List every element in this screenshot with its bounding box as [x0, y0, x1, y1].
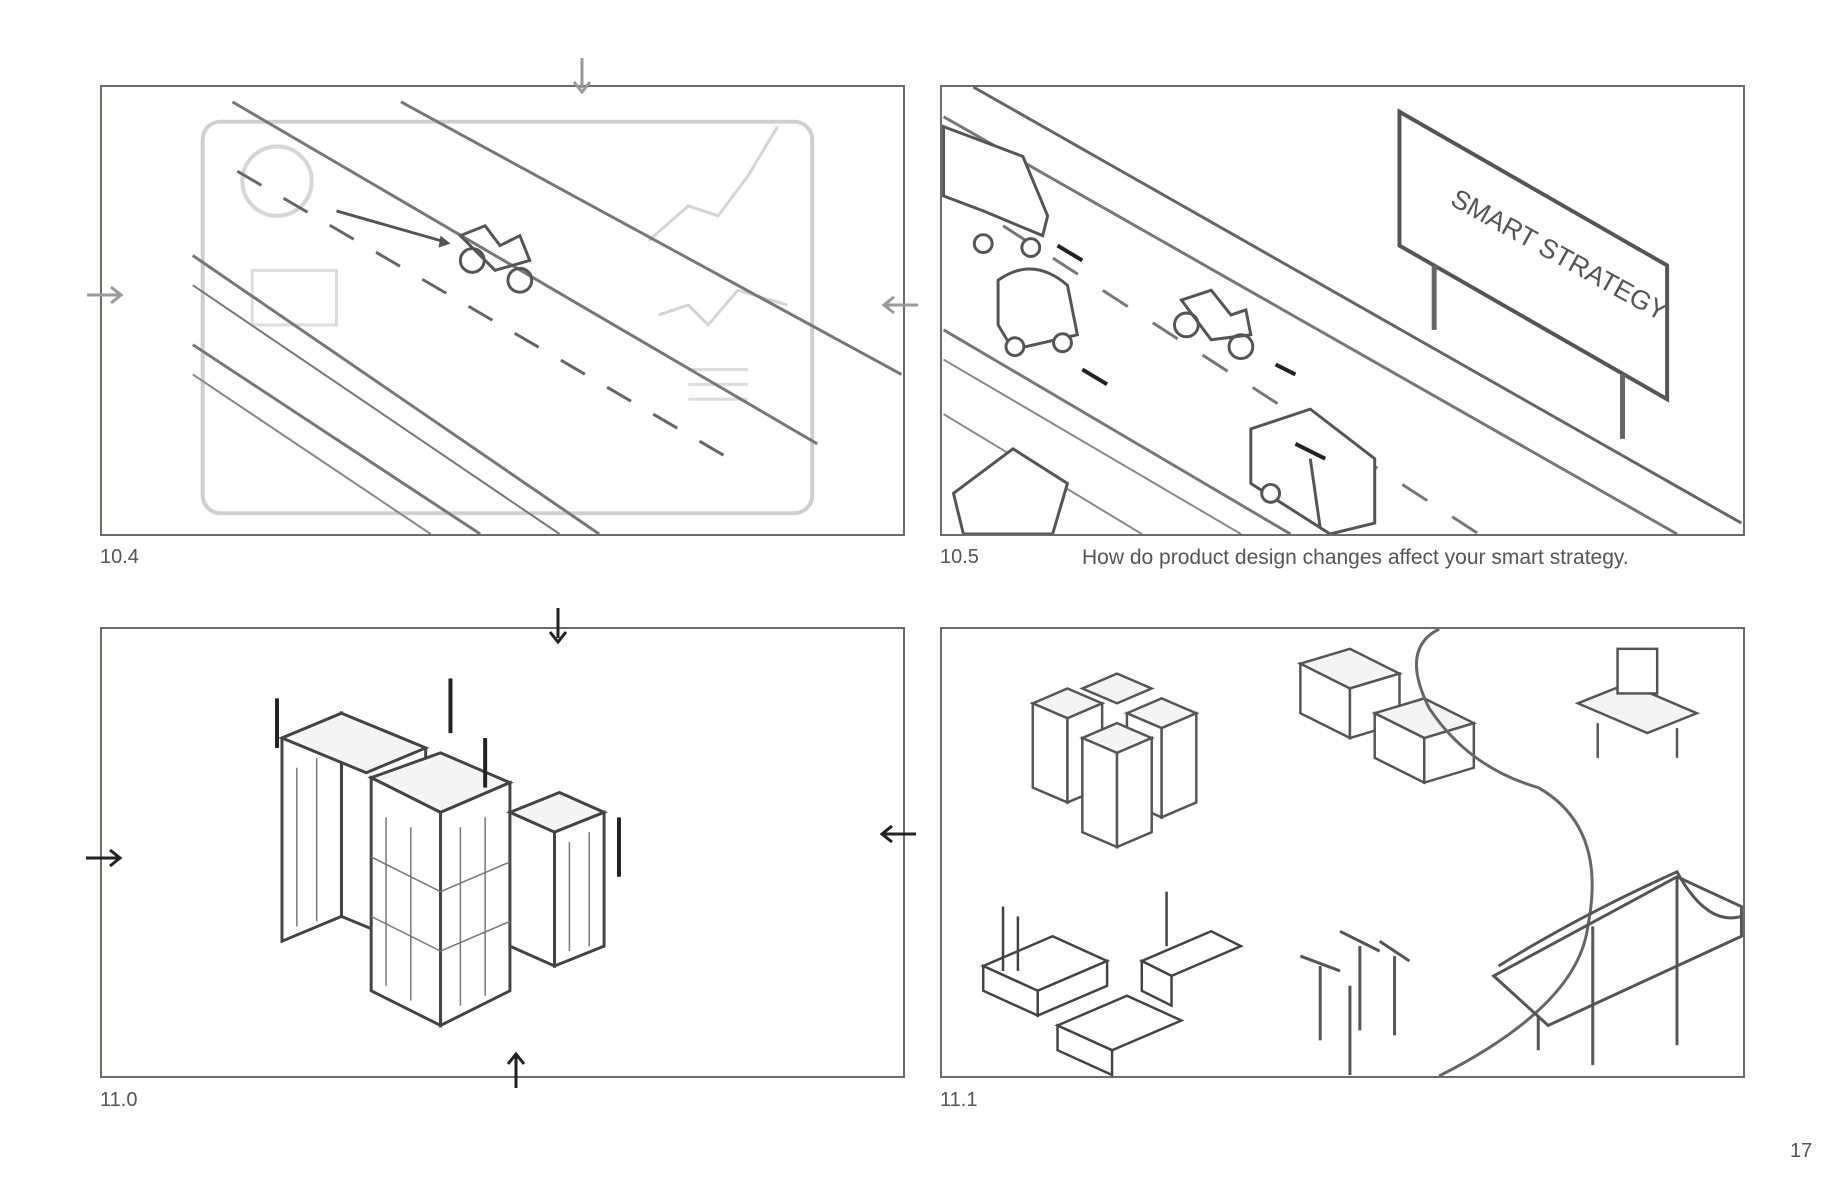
- car-icon: [996, 267, 1080, 358]
- office-building-icon: [278, 711, 608, 1028]
- faint-screen-outline: [200, 119, 815, 516]
- car-icon: [951, 446, 1070, 534]
- panel-label: 10.4: [100, 546, 139, 568]
- storyboard-panel-10-4: [100, 85, 905, 536]
- camera-pan-arrow-icon: [560, 58, 600, 98]
- motorcycle-icon: [457, 223, 534, 294]
- camera-pan-arrow-icon: [87, 275, 127, 315]
- oil-rig-icon: [1574, 647, 1701, 758]
- wind-turbine-icon: [1299, 929, 1411, 1076]
- panel-label: 11.1: [940, 1089, 978, 1111]
- billboard-icon: SMART STRATEGY: [1397, 108, 1673, 439]
- sketch-highway-billboard: SMART STRATEGY: [942, 87, 1743, 534]
- motorcycle-icon: [1173, 288, 1255, 361]
- bus-icon: [942, 124, 1050, 258]
- camera-pan-arrow-icon: [876, 814, 916, 854]
- medical-box-icon: [1297, 647, 1478, 785]
- sketch-road-dashboard: [191, 100, 903, 534]
- storyboard-panel-11-0: [100, 627, 905, 1078]
- faint-pie-chart-icon: [240, 144, 314, 218]
- sketch-office-buildings: [275, 678, 621, 1028]
- camera-pan-arrow-icon: [878, 285, 918, 325]
- page-number: 17: [1790, 1140, 1813, 1162]
- panel-label: 11.0: [100, 1089, 138, 1111]
- truck-icon: [1249, 407, 1377, 534]
- faint-line-chart-icon: [647, 125, 779, 242]
- panel-caption: How do product design changes affect you…: [1082, 546, 1629, 569]
- office-building-icon: [1029, 672, 1200, 849]
- factory-icon: [980, 891, 1244, 1076]
- bridge-icon: [1491, 869, 1743, 1066]
- storyboard-panel-11-1: [940, 627, 1745, 1078]
- sketch-city-infrastructure: [980, 629, 1743, 1076]
- camera-pan-arrow-icon: [538, 608, 578, 648]
- camera-pan-arrow-icon: [496, 1048, 536, 1088]
- faint-table-icon: [250, 268, 338, 327]
- camera-pan-arrow-icon: [86, 838, 126, 878]
- panel-label: 10.5: [940, 546, 979, 568]
- storyboard-panel-10-5: SMART STRATEGY: [940, 85, 1745, 536]
